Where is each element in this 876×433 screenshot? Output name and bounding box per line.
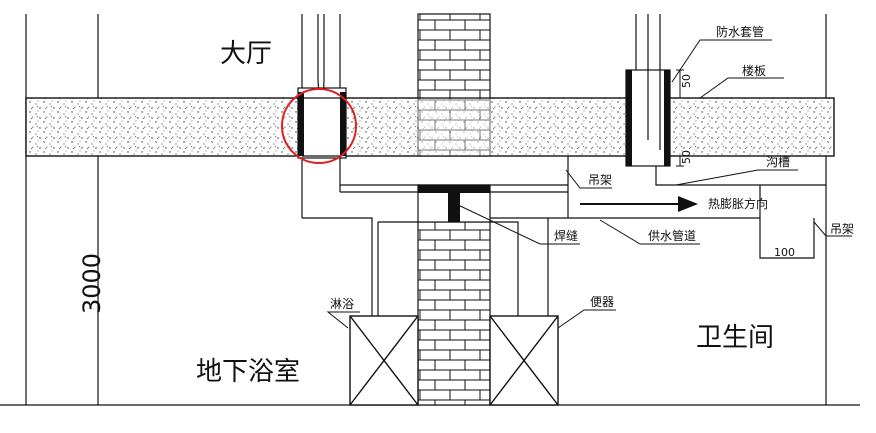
label-hanger-left: 吊架 bbox=[588, 173, 612, 187]
label-supply-pipe: 供水管道 bbox=[648, 228, 696, 243]
right-sleeve-bars bbox=[626, 70, 670, 166]
label-hanger-right: 吊架 bbox=[830, 222, 854, 236]
label-waterproof-sleeve: 防水套管 bbox=[716, 24, 764, 39]
left-sleeve-bars bbox=[298, 92, 346, 156]
label-floor-slab: 楼板 bbox=[742, 63, 766, 78]
leader-lines bbox=[326, 39, 852, 329]
label-shower: 淋浴 bbox=[330, 297, 354, 311]
label-dim-50-top: 50 bbox=[680, 74, 693, 88]
label-toilet-room: 卫生间 bbox=[696, 323, 774, 353]
label-hall: 大厅 bbox=[220, 39, 272, 69]
label-weld-seam: 焊缝 bbox=[554, 228, 578, 243]
shower-fixture bbox=[349, 315, 419, 406]
brick-wall bbox=[417, 13, 491, 406]
label-dim-50-bottom: 50 bbox=[680, 150, 693, 164]
left-pipe bbox=[297, 14, 418, 316]
toilet-fixture bbox=[489, 315, 559, 406]
label-toilet: 便器 bbox=[590, 295, 614, 309]
weld-plate bbox=[418, 185, 490, 222]
highlight-circle bbox=[281, 88, 357, 164]
right-pipe bbox=[625, 14, 671, 167]
label-thermal-direction: 热膨胀方向 bbox=[708, 196, 768, 211]
label-basement-bath: 地下浴室 bbox=[196, 357, 300, 387]
label-dimension-3000: 3000 bbox=[78, 253, 106, 314]
label-dim-100: 100 bbox=[774, 246, 795, 259]
label-gutter: 沟槽 bbox=[766, 155, 790, 169]
